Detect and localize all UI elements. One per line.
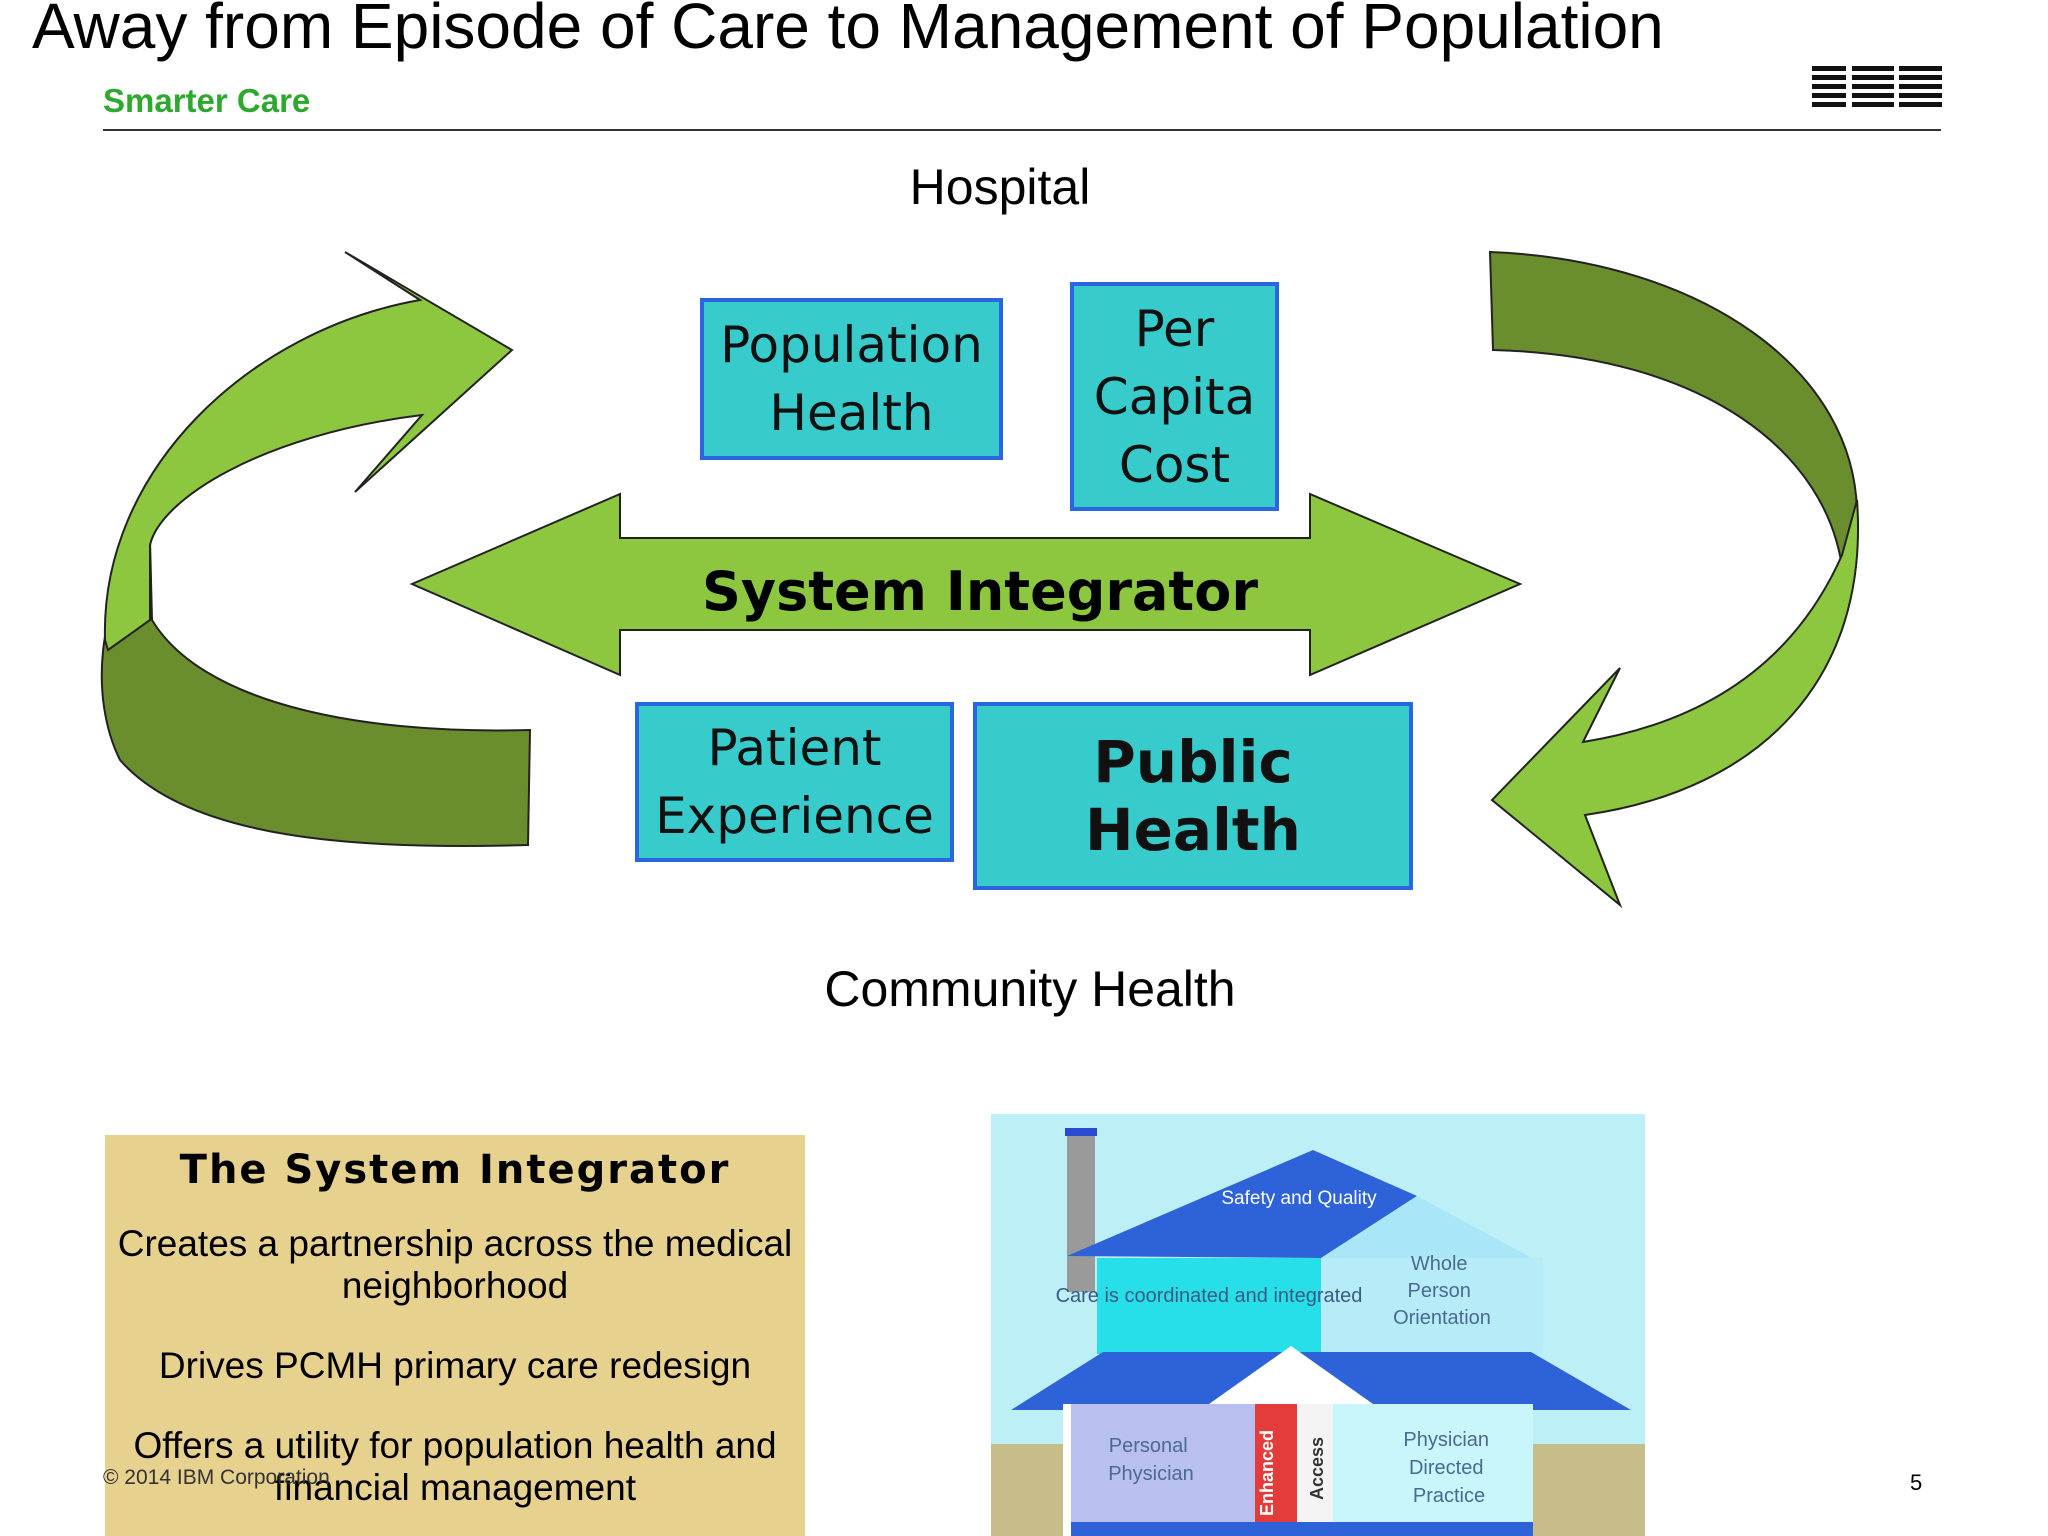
personal-physician-line-1: Personal bbox=[1109, 1435, 1188, 1457]
slide-title: Away from Episode of Care to Management … bbox=[32, 0, 1664, 62]
patient-experience-line-2: Experience bbox=[655, 787, 934, 845]
svg-text:Care is coordinated and integr: Care is coordinated and integrated bbox=[1056, 1285, 1363, 1307]
whole-person-line-3: Orientation bbox=[1393, 1307, 1491, 1329]
panel-item-utility: Offers a utility for population health a… bbox=[133, 1425, 777, 1508]
left-cycle-arrow-light bbox=[103, 251, 514, 652]
system-integrator-arrow bbox=[409, 492, 1523, 677]
per-capita-cost-box: Per Capita Cost bbox=[1070, 282, 1279, 511]
panel-item-partnership: Creates a partnership across the medical… bbox=[117, 1223, 793, 1306]
panel-title: The System Integrator bbox=[179, 1147, 731, 1193]
hospital-label: Hospital bbox=[909, 159, 1091, 215]
public-health-label: Public Health bbox=[1085, 728, 1301, 864]
panel-item-pcmh: Drives PCMH primary care redesign bbox=[158, 1345, 752, 1386]
svg-text:Physician Directed Pra: Physician Directed Practice bbox=[1403, 1429, 1494, 1507]
svg-text:Personal Physician: Personal Physician bbox=[1108, 1435, 1194, 1485]
per-capita-cost-line-3: Cost bbox=[1118, 435, 1231, 494]
svg-text:Enhanced: Enhanced bbox=[1257, 1430, 1277, 1516]
copyright-footer: © 2014 IBM Corporation bbox=[103, 1466, 330, 1489]
population-health-line-1: Population bbox=[720, 316, 983, 374]
whole-person-line-1: Whole bbox=[1411, 1253, 1468, 1275]
per-capita-cost-line-1: Per bbox=[1134, 299, 1215, 358]
physician-directed-line-2: Directed bbox=[1409, 1457, 1483, 1479]
roof-label: Safety and Quality bbox=[1221, 1188, 1377, 1209]
svg-text:Access: Access bbox=[1307, 1437, 1327, 1500]
per-capita-cost-line-2: Capita bbox=[1093, 367, 1256, 426]
left-cycle-arrow-dark bbox=[100, 537, 532, 848]
page-number: 5 bbox=[1910, 1470, 1923, 1495]
svg-text:Whole Person Orientati: Whole Person Orientation bbox=[1393, 1253, 1491, 1329]
ibm-logo bbox=[1812, 62, 1942, 114]
right-cycle-arrow-dark bbox=[1488, 250, 1859, 576]
patient-experience-line-1: Patient bbox=[707, 719, 882, 777]
enhanced-access-line-2: Access bbox=[1307, 1437, 1327, 1500]
physician-directed-line-1: Physician bbox=[1403, 1429, 1489, 1451]
slide-subtitle: Smarter Care bbox=[103, 82, 311, 119]
svg-text:Safety and Quality: Safety and Quality bbox=[1221, 1188, 1377, 1209]
pcmh-house-illustration: Safety and Quality Care is coordinated a… bbox=[991, 1114, 1645, 1536]
enhanced-access-line-1: Enhanced bbox=[1257, 1430, 1277, 1516]
personal-physician-line-2: Physician bbox=[1108, 1463, 1194, 1485]
right-cycle-arrow-light bbox=[1490, 499, 1860, 909]
physician-directed-line-3: Practice bbox=[1413, 1485, 1485, 1507]
public-health-box: Public Health bbox=[973, 702, 1413, 890]
system-integrator-panel: The System Integrator Creates a partners… bbox=[105, 1135, 805, 1536]
header-divider bbox=[103, 129, 1941, 131]
patient-experience-box: Patient Experience bbox=[635, 702, 954, 862]
whole-person-line-2: Person bbox=[1408, 1280, 1471, 1302]
care-coordinated-label: Care is coordinated and integrated bbox=[1056, 1285, 1363, 1307]
system-integrator-label: System Integrator bbox=[702, 560, 1258, 623]
population-health-box: Population Health bbox=[700, 298, 1003, 460]
population-health-line-2: Health bbox=[769, 384, 934, 442]
community-health-label: Community Health bbox=[824, 961, 1236, 1017]
